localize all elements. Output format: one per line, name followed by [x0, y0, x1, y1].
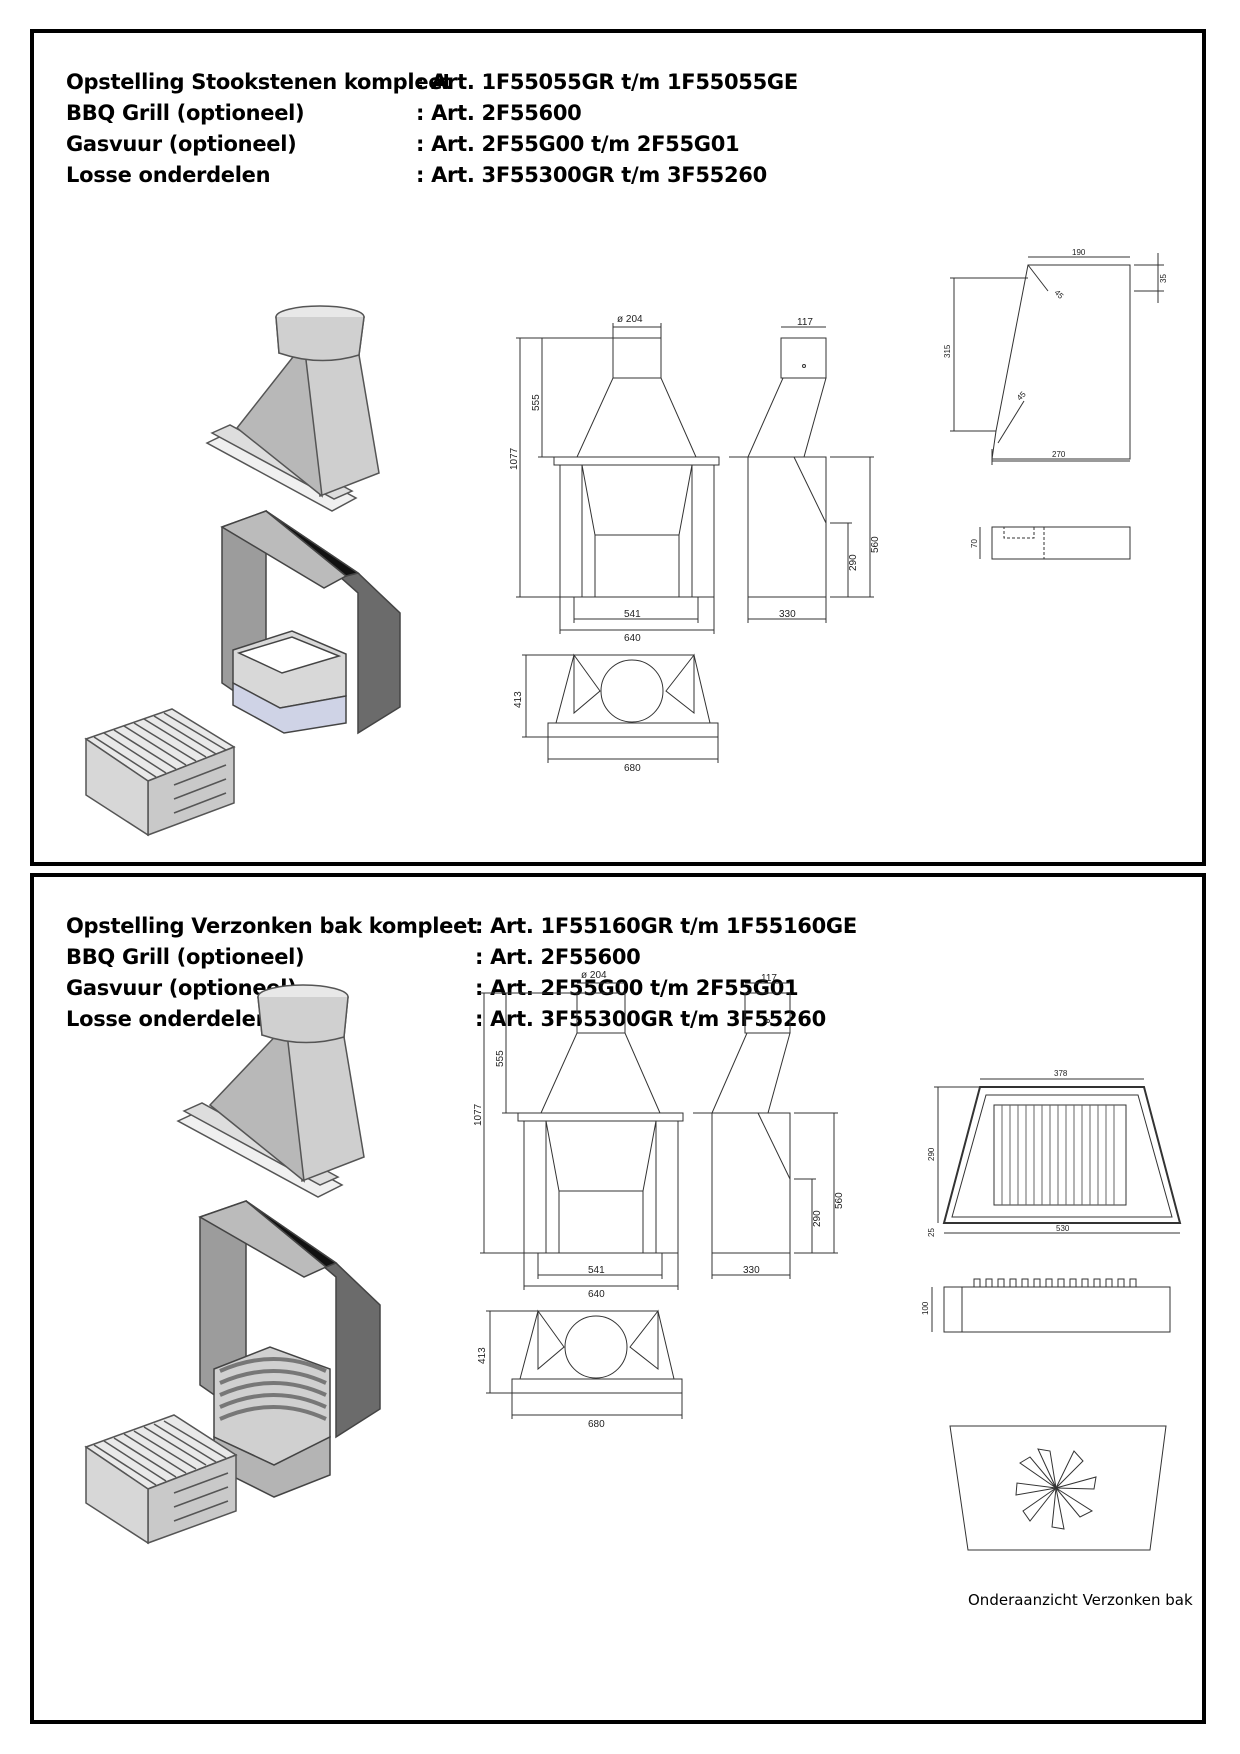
dim-base-width: 680 [624, 763, 641, 774]
dim-total-height: 1077 [473, 1103, 484, 1126]
spec-value: : Art. 3F55300GR t/m 3F55260 [416, 163, 767, 187]
dim-bottom-width: 270 [1052, 450, 1066, 459]
spec-label: Losse onderdelen [66, 1007, 271, 1031]
base-view [486, 1309, 683, 1419]
dim-diameter: ø 204 [617, 314, 643, 325]
bbq-grill-3d [84, 708, 236, 837]
dim-outer-width: 640 [588, 1289, 605, 1300]
tray-side-view [931, 1278, 1171, 1333]
spec-value: : Art. 1F55055GR t/m 1F55055GE [416, 70, 798, 94]
spec-value: : Art. 3F55300GR t/m 3F55260 [475, 1007, 826, 1031]
dim-side-height-low: 290 [812, 1210, 823, 1227]
side-view-labels: 117 560 290 330 [743, 973, 845, 1276]
side-stone-view [950, 253, 1164, 560]
dim-top-width: 190 [1072, 248, 1086, 257]
dim-side-depth: 330 [779, 609, 796, 620]
dim-hood-height: 555 [531, 394, 542, 411]
dim-chimney-depth: 117 [761, 973, 777, 984]
base-view-labels: 413 680 [477, 1347, 605, 1430]
panel-verzonken-bak: Opstelling Verzonken bak kompleet: Art. … [30, 873, 1206, 1724]
dim-tray-lip: 25 [927, 1228, 936, 1237]
dim-total-height: 1077 [509, 447, 520, 470]
spec-value: : Art. 2F55600 [475, 945, 641, 969]
spec-label: BBQ Grill (optioneel) [66, 945, 305, 969]
dim-angle-top: 45 [1053, 288, 1066, 301]
dim-inner-width: 541 [588, 1265, 605, 1276]
dim-hood-height: 555 [495, 1050, 506, 1067]
spec-label: Opstelling Verzonken bak kompleet [66, 914, 477, 938]
side-view [729, 326, 874, 623]
side-view-labels: 117 560 290 330 [779, 317, 881, 620]
spec-value: : Art. 2F55600 [416, 101, 582, 125]
dim-side-height-mid: 560 [834, 1192, 845, 1209]
dim-inner-width: 541 [624, 609, 641, 620]
front-view [516, 323, 720, 634]
dim-tray-top-width: 378 [1054, 1069, 1068, 1078]
dim-side-height-low: 290 [848, 554, 859, 571]
dim-thickness: 70 [970, 539, 979, 548]
base-view [522, 653, 719, 763]
panel-1-drawings: ø 204 1077 555 541 640 117 560 290 330 [84, 248, 1168, 837]
side-stone-labels: 190 315 35 45 45 270 70 [943, 248, 1168, 548]
dim-angle-bottom: 45 [1015, 389, 1028, 402]
spec-value: : Art. 2F55G00 t/m 2F55G01 [416, 132, 740, 156]
spec-value: : Art. 1F55160GR t/m 1F55160GE [475, 914, 857, 938]
dim-tray-depth: 290 [927, 1147, 936, 1161]
base-view-labels: 413 680 [513, 691, 641, 774]
panel-stookstenen: Opstelling Stookstenen kompleet: Art. 1F… [30, 29, 1206, 866]
hood-3d [176, 984, 365, 1198]
dim-base-depth: 413 [477, 1347, 488, 1364]
dim-base-width: 680 [588, 1419, 605, 1430]
firebox-3d [198, 1199, 381, 1498]
firebox-3d [220, 509, 401, 735]
hood-3d [205, 305, 380, 512]
fan-icon [1015, 1448, 1097, 1530]
front-view-labels: ø 204 1077 555 541 640 [473, 970, 607, 1300]
dim-stone-height: 315 [943, 344, 952, 358]
tray-top-view [934, 1078, 1182, 1234]
spec-label: Opstelling Stookstenen kompleet [66, 70, 452, 94]
spec-label: BBQ Grill (optioneel) [66, 101, 305, 125]
panel-2-drawings: ø 204 1077 555 541 640 117 560 290 330 [84, 970, 1182, 1551]
caption-bottom-view: Onderaanzicht Verzonken bak [968, 1591, 1193, 1609]
dim-outer-width: 640 [624, 633, 641, 644]
dim-corner: 35 [1159, 274, 1168, 283]
spec-label: Gasvuur (optioneel) [66, 132, 297, 156]
dim-base-depth: 413 [513, 691, 524, 708]
dim-side-height-mid: 560 [870, 536, 881, 553]
spec-label: Losse onderdelen [66, 163, 271, 187]
dim-side-depth: 330 [743, 1265, 760, 1276]
front-view-labels: ø 204 1077 555 541 640 [509, 314, 643, 644]
front-view [480, 982, 684, 1290]
dim-diameter: ø 204 [581, 970, 607, 981]
tray-bottom-view [949, 1425, 1167, 1551]
side-view [693, 982, 838, 1279]
tray-side-labels: 100 [921, 1301, 930, 1315]
dim-chimney-depth: 117 [797, 317, 813, 328]
tray-top-labels: 378 290 25 530 [927, 1069, 1070, 1237]
bbq-grill-3d [84, 1414, 238, 1545]
dim-tray-bottom-width: 530 [1056, 1224, 1070, 1233]
dim-tray-height: 100 [921, 1301, 930, 1315]
